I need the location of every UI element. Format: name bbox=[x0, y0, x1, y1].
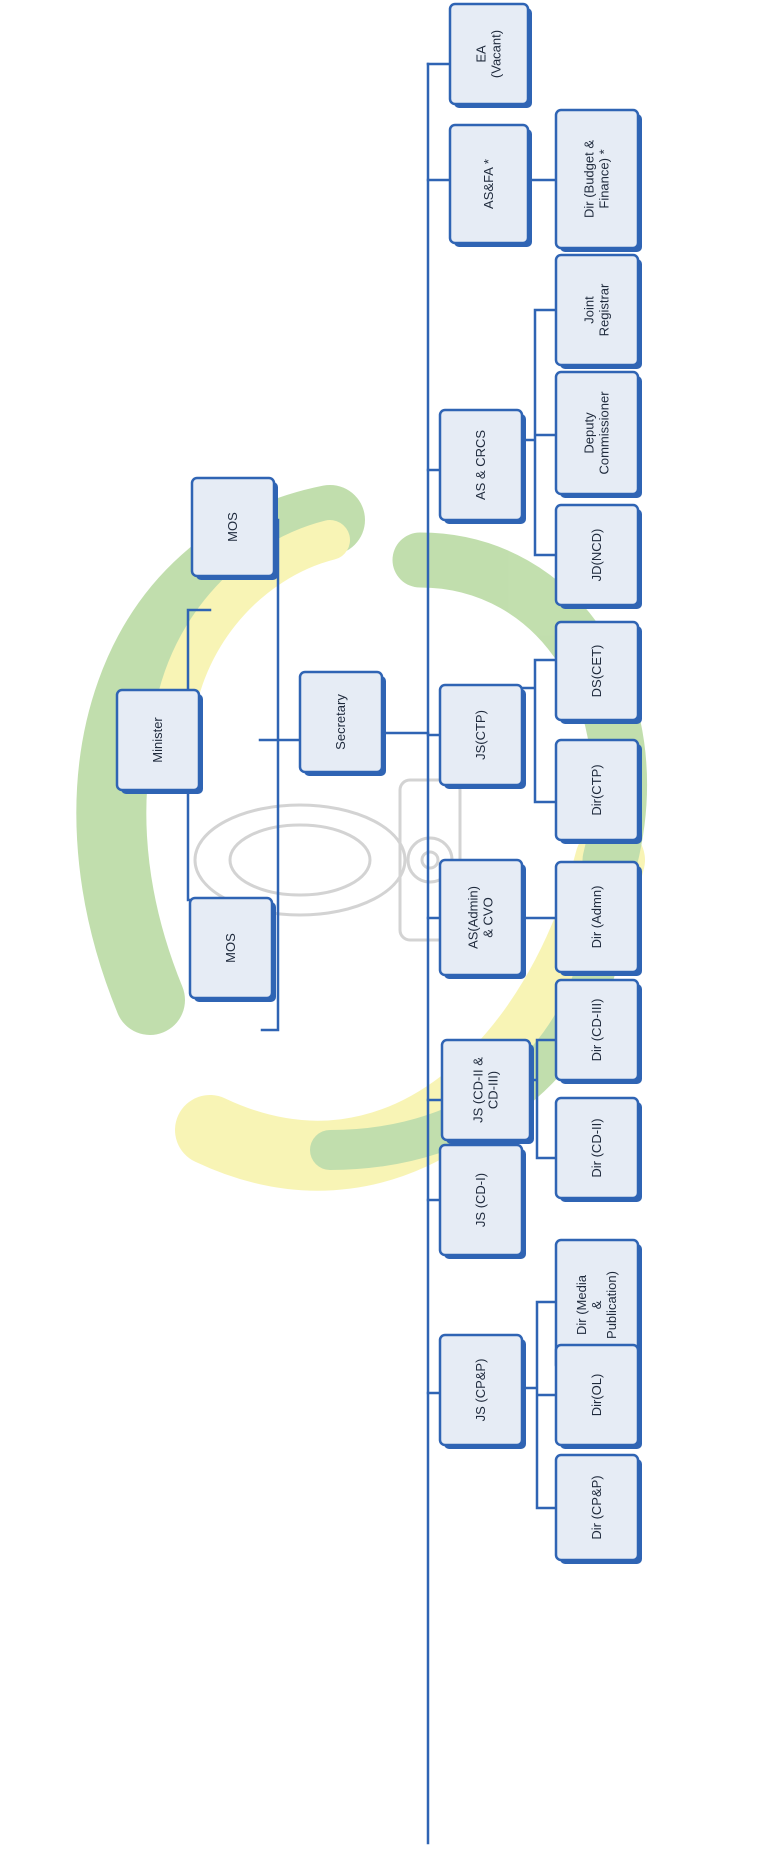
node-label: Dir (CP&P) bbox=[589, 1475, 604, 1539]
node-dir-admn: Dir (Admn) bbox=[554, 860, 642, 976]
node-js-cd1: JS (CD-I) bbox=[438, 1143, 526, 1259]
node-box bbox=[440, 1038, 532, 1142]
node-dir-cpp: Dir (CP&P) bbox=[554, 1453, 642, 1564]
node-jd-ncd: JD(NCD) bbox=[554, 503, 642, 609]
node-label: MOS bbox=[223, 933, 238, 963]
node-box bbox=[190, 476, 276, 578]
node-label: Dir (CD-II) bbox=[589, 1118, 604, 1177]
node-dir-budget: Dir (Budget &Finance) * bbox=[554, 108, 642, 252]
node-js-ctp: JS(CTP) bbox=[438, 683, 526, 789]
node-box bbox=[554, 253, 640, 367]
node-label: Dir (Budget &Finance) * bbox=[582, 140, 612, 218]
node-label: JS (CD-I) bbox=[473, 1173, 488, 1227]
node-box bbox=[298, 670, 384, 774]
node-box bbox=[115, 688, 201, 792]
node-dir-ol: Dir(OL) bbox=[554, 1343, 642, 1449]
node-box bbox=[554, 108, 640, 250]
node-dir-cd2: Dir (CD-II) bbox=[554, 1096, 642, 1202]
node-label: JS (CD-II &CD-III) bbox=[471, 1057, 501, 1123]
node-deputy-commissioner: DeputyCommissioner bbox=[554, 370, 642, 498]
node-mos-bottom: MOS bbox=[188, 896, 276, 1002]
node-box bbox=[438, 858, 524, 977]
connector-ctp-branch bbox=[518, 658, 558, 804]
node-box bbox=[438, 1143, 524, 1257]
node-box bbox=[438, 683, 524, 787]
node-label: AS&FA * bbox=[481, 159, 496, 209]
node-label: Dir(OL) bbox=[589, 1374, 604, 1417]
node-label: AS & CRCS bbox=[473, 430, 488, 500]
connector-minister-mos-top bbox=[186, 608, 212, 692]
node-dir-cd3: Dir (CD-III) bbox=[554, 978, 642, 1084]
node-box bbox=[448, 123, 530, 245]
node-label: Minister bbox=[150, 717, 165, 763]
lion-capital-icon bbox=[193, 778, 462, 942]
node-box bbox=[448, 2, 530, 106]
node-label: Dir(CTP) bbox=[589, 764, 604, 815]
node-label: Dir (Admn) bbox=[589, 886, 604, 949]
node-label: Dir (CD-III) bbox=[589, 999, 604, 1062]
node-label: Dir (Media&Publication) bbox=[574, 1271, 619, 1339]
node-ea: EA(Vacant) bbox=[448, 2, 532, 108]
node-box bbox=[188, 896, 274, 1000]
node-dir-ctp: Dir(CTP) bbox=[554, 738, 642, 844]
node-box bbox=[554, 503, 640, 607]
node-label: EA(Vacant) bbox=[474, 30, 504, 78]
node-label: JS(CTP) bbox=[473, 710, 488, 760]
node-ds-cet: DS(CET) bbox=[554, 620, 642, 724]
node-mos-top: MOS bbox=[190, 476, 278, 580]
node-asfa: AS&FA * bbox=[448, 123, 532, 247]
node-box bbox=[554, 738, 640, 842]
node-box bbox=[554, 860, 640, 974]
node-label: JS (CP&P) bbox=[473, 1359, 488, 1422]
node-secretary: Secretary bbox=[298, 670, 386, 776]
node-label: JD(NCD) bbox=[589, 529, 604, 582]
node-box bbox=[554, 978, 640, 1082]
node-js-cpp: JS (CP&P) bbox=[438, 1333, 526, 1449]
node-box bbox=[554, 620, 640, 722]
node-dir-media: Dir (Media&Publication) bbox=[554, 1238, 642, 1374]
node-as-admin: AS(Admin)& CVO bbox=[438, 858, 526, 979]
node-box bbox=[554, 1096, 640, 1200]
node-minister: Minister bbox=[115, 688, 203, 794]
node-box bbox=[438, 408, 524, 522]
node-label: DS(CET) bbox=[589, 645, 604, 698]
node-label: DeputyCommissioner bbox=[582, 391, 612, 475]
node-label: AS(Admin)& CVO bbox=[466, 886, 496, 949]
node-joint-registrar: JointRegistrar bbox=[554, 253, 642, 369]
node-label: Secretary bbox=[333, 694, 348, 750]
connector-crcs-branch bbox=[518, 308, 558, 557]
node-box bbox=[438, 1333, 524, 1447]
node-box bbox=[554, 1453, 640, 1562]
node-as-crcs: AS & CRCS bbox=[438, 408, 526, 524]
node-js-cd23: JS (CD-II &CD-III) bbox=[440, 1038, 534, 1144]
node-box bbox=[554, 1343, 640, 1447]
node-label: JointRegistrar bbox=[582, 283, 612, 336]
node-label: MOS bbox=[225, 512, 240, 542]
connector-cpp-branch bbox=[518, 1300, 558, 1510]
node-box bbox=[554, 370, 640, 496]
